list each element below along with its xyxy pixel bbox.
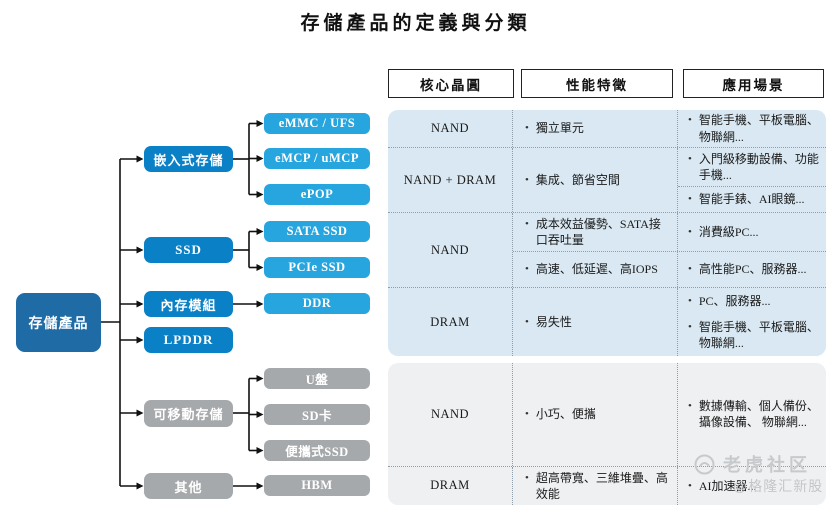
watermark-tiger-community: 老虎社区 xyxy=(694,451,811,477)
cell-scenarios: PC、服務器... 智能手機、平板電腦、物聯網... xyxy=(678,288,826,356)
tiger-logo-icon xyxy=(694,454,715,474)
table-panel-blue: NAND 獨立單元 智能手機、平板電腦、物聯網... NAND + DRAM 集… xyxy=(388,110,826,356)
column-header-use-cases: 應用場景 xyxy=(683,69,824,98)
pair-row: 成本效益優勢、SATA接口吞吐量 消費級PC... xyxy=(513,213,826,252)
cell-wafer: NAND + DRAM xyxy=(388,148,513,212)
tree-node-portable-ssd: 便攜式SSD xyxy=(264,440,370,461)
table-row: NAND 成本效益優勢、SATA接口吞吐量 消費級PC... 高速、低延遲、高I… xyxy=(388,212,826,287)
cell-features: 成本效益優勢、SATA接口吞吐量 xyxy=(513,213,678,252)
tree-node-pcie-ssd: PCIe SSD xyxy=(264,257,370,278)
column-header-performance: 性能特徵 xyxy=(521,69,673,98)
feature-item: 成本效益優勢、SATA接口吞吐量 xyxy=(525,216,671,248)
cell-features: 超高帶寬、三維堆疊、高效能 xyxy=(513,466,678,505)
table-row: NAND 獨立單元 智能手機、平板電腦、物聯網... xyxy=(388,110,826,147)
cell-scenarios: AI加速器... xyxy=(678,467,826,505)
scenario-subcell: 入門級移動設備、功能手機... xyxy=(678,148,826,186)
scenario-item: 消費級PC... xyxy=(688,224,822,241)
cell-wafer: NAND xyxy=(388,363,513,466)
feature-item: 獨立單元 xyxy=(525,120,671,137)
table-row: NAND 小巧、便攜 數據傳輸、個人備份、攝像設備、 物聯網... xyxy=(388,363,826,466)
cell-wafer: DRAM xyxy=(388,466,513,505)
cell-features: 獨立單元 xyxy=(513,110,678,147)
cell-features: 集成、節省空間 xyxy=(513,148,678,212)
column-header-core-wafer: 核心晶圓 xyxy=(388,69,514,98)
scenario-subcell: 智能手錶、AI眼鏡... xyxy=(678,186,826,212)
tree-node-ssd: SSD xyxy=(144,237,233,263)
scenario-item: 智能手機、平板電腦、物聯網... xyxy=(688,112,822,144)
cell-features: 易失性 xyxy=(513,288,678,356)
tree-node-usb-drive: U盤 xyxy=(264,368,370,389)
table-panel-gray: NAND 小巧、便攜 數據傳輸、個人備份、攝像設備、 物聯網... DRAM 超… xyxy=(388,363,826,505)
scenario-item: 高性能PC、服務器... xyxy=(688,261,822,278)
table-row: DRAM 超高帶寬、三維堆疊、高效能 AI加速器... xyxy=(388,465,826,505)
tree-node-epop: ePOP xyxy=(264,184,370,205)
tree-node-sata-ssd: SATA SSD xyxy=(264,221,370,242)
scenario-item: 智能手機、平板電腦、物聯網... xyxy=(688,319,822,351)
feature-item: 小巧、便攜 xyxy=(525,406,671,423)
scenario-item: 智能手錶、AI眼鏡... xyxy=(688,191,822,208)
cell-scenarios: 智能手機、平板電腦、物聯網... xyxy=(678,110,826,147)
tree-node-memory-module: 內存模組 xyxy=(144,291,233,317)
tree-node-embedded-storage: 嵌入式存儲 xyxy=(144,146,233,172)
cell-scenarios: 消費級PC... xyxy=(678,213,826,251)
tree-node-emcp-umcp: eMCP / uMCP xyxy=(264,148,370,169)
table-row: NAND + DRAM 集成、節省空間 入門級移動設備、功能手機... 智能手錶… xyxy=(388,147,826,212)
feature-item: 高速、低延遲、高IOPS xyxy=(525,261,671,278)
cell-scenarios-split: 入門級移動設備、功能手機... 智能手錶、AI眼鏡... xyxy=(678,148,826,212)
tree-node-others: 其他 xyxy=(144,473,233,499)
cell-features: 高速、低延遲、高IOPS xyxy=(513,252,678,287)
cell-pairs: 成本效益優勢、SATA接口吞吐量 消費級PC... 高速、低延遲、高IOPS 高… xyxy=(513,213,826,287)
tree-node-hbm: HBM xyxy=(264,475,370,496)
cell-features: 小巧、便攜 xyxy=(513,363,678,466)
tree-node-sd-card: SD卡 xyxy=(264,404,370,425)
tree-node-lpddr: LPDDR xyxy=(144,327,233,353)
cell-scenarios: 高性能PC、服務器... xyxy=(678,252,826,287)
scenario-item: AI加速器... xyxy=(688,478,822,495)
pair-row: 高速、低延遲、高IOPS 高性能PC、服務器... xyxy=(513,251,826,287)
page-title: 存儲產品的定義與分類 xyxy=(300,13,531,34)
tree-node-emmc-ufs: eMMC / UFS xyxy=(264,113,370,134)
tree-node-removable-storage: 可移動存儲 xyxy=(144,400,233,427)
feature-item: 易失性 xyxy=(525,314,671,331)
watermark-gelonghui: @格隆汇新股 xyxy=(733,478,824,494)
scenario-item: PC、服務器... xyxy=(688,293,822,310)
feature-item: 超高帶寬、三維堆疊、高效能 xyxy=(525,470,671,502)
watermark-tiger-text: 老虎社区 xyxy=(723,455,811,475)
scenario-item: 數據傳輸、個人備份、攝像設備、 物聯網... xyxy=(688,398,822,430)
cell-wafer: NAND xyxy=(388,110,513,147)
cell-scenarios: 數據傳輸、個人備份、攝像設備、 物聯網... xyxy=(678,363,826,466)
tree-node-storage-products: 存儲產品 xyxy=(16,293,101,352)
scenario-item: 入門級移動設備、功能手機... xyxy=(688,151,822,183)
cell-wafer: DRAM xyxy=(388,288,513,356)
tree-node-ddr: DDR xyxy=(264,293,370,314)
table-row: DRAM 易失性 PC、服務器... 智能手機、平板電腦、物聯網... xyxy=(388,287,826,356)
cell-wafer: NAND xyxy=(388,213,513,287)
feature-item: 集成、節省空間 xyxy=(525,172,671,189)
